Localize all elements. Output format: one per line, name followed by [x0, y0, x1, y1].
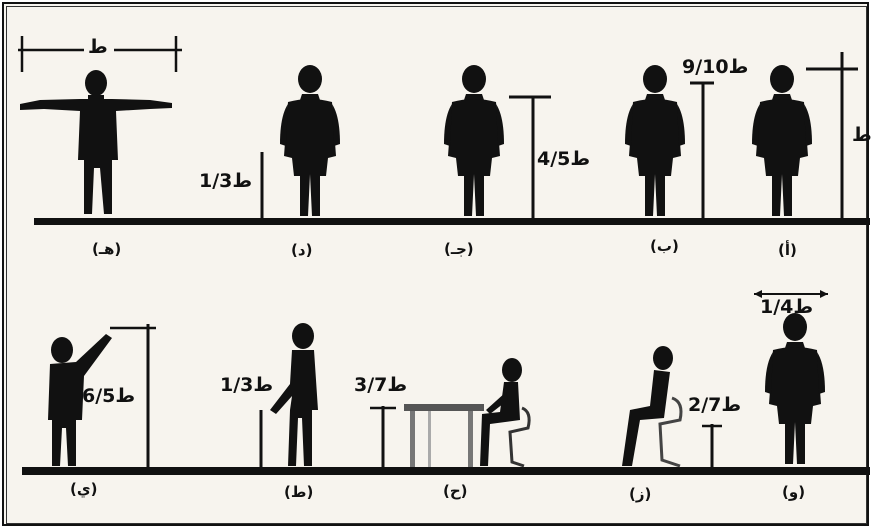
measure-label-a: ط: [852, 124, 872, 146]
figure-d: [260, 65, 340, 218]
caption-y: (ي): [70, 480, 98, 498]
caption-t: (ط): [284, 483, 314, 501]
figure-t-reaching-low: [259, 323, 318, 470]
measure-label-j: 4/5ط: [537, 148, 591, 170]
figure-a: [752, 52, 858, 218]
figure-he-arms-span: [18, 36, 182, 214]
figure-b: [625, 65, 714, 218]
caption-z: (ز): [629, 485, 652, 503]
measure-label-w: 1/4ط: [760, 296, 814, 318]
figure-y-reaching: [48, 324, 156, 470]
caption-he: (هـ): [92, 240, 122, 258]
bottom-floor-line: [22, 467, 870, 475]
diagram-inner-border: [6, 6, 867, 524]
figure-h-seated-table: [370, 358, 531, 470]
measure-label-y: 6/5ط: [82, 385, 136, 407]
measure-label-z: 2/7ط: [688, 394, 742, 416]
measure-label-he: ط: [88, 36, 108, 58]
figure-w-standing: [754, 290, 828, 464]
caption-b: (ب): [650, 237, 679, 255]
figure-z-seated: [622, 346, 722, 470]
measure-label-d: 1/3ط: [199, 170, 253, 192]
figure-j: [444, 65, 551, 218]
caption-h: (ح): [443, 482, 468, 500]
measure-label-b: 9/10ط: [682, 56, 749, 78]
top-floor-line: [34, 218, 870, 225]
caption-w: (و): [782, 483, 806, 501]
caption-a: (أ): [778, 241, 797, 259]
caption-j: (جـ): [444, 240, 474, 258]
measure-label-h: 3/7ط: [354, 374, 408, 396]
measure-label-t: 1/3ط: [220, 374, 274, 396]
caption-d: (د): [291, 241, 313, 259]
